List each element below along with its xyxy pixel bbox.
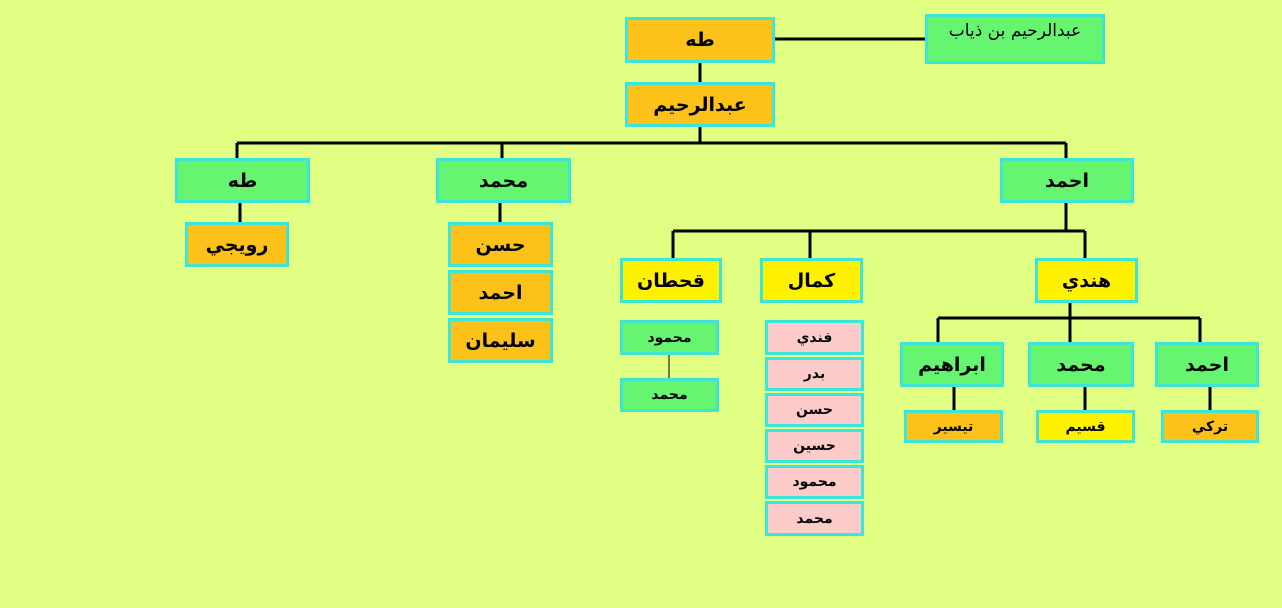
node-hasan: حسن — [448, 222, 553, 267]
node-abdulrahim-bin-thiab: عبدالرحيم بن ذياب — [925, 14, 1105, 64]
node-qaseem: قسيم — [1036, 410, 1135, 443]
node-badr: بدر — [765, 357, 864, 391]
node-hindi: هندي — [1035, 258, 1138, 303]
node-taiseer: تيسير — [904, 410, 1003, 443]
node-ahmed-3: احمد — [1155, 342, 1259, 387]
node-ruwaiji: رويجي — [185, 222, 289, 267]
node-husain: حسين — [765, 429, 864, 463]
node-kamal: كمال — [760, 258, 863, 303]
node-ahmed: احمد — [1000, 158, 1134, 203]
node-mohammed-5: محمد — [1028, 342, 1134, 387]
node-mohammed-3: محمد — [620, 378, 719, 412]
node-sulaiman: سليمان — [448, 318, 553, 363]
node-ahmed-2: احمد — [448, 270, 553, 315]
node-fandi: فندي — [765, 320, 864, 355]
node-turki: تركي — [1161, 410, 1259, 443]
node-mohammed: محمد — [436, 158, 571, 203]
node-mohammed-4: محمد — [765, 501, 864, 536]
node-abdulrahim: عبدالرحيم — [625, 82, 775, 127]
node-taha: طه — [175, 158, 310, 203]
node-taha-root: طه — [625, 17, 775, 63]
node-mahmoud: محمود — [620, 320, 719, 355]
node-ibrahim: ابراهيم — [900, 342, 1004, 387]
node-mahmoud-2: محمود — [765, 465, 864, 499]
node-hasan-2: حسن — [765, 393, 864, 427]
node-qahtan: قحطان — [620, 258, 722, 303]
